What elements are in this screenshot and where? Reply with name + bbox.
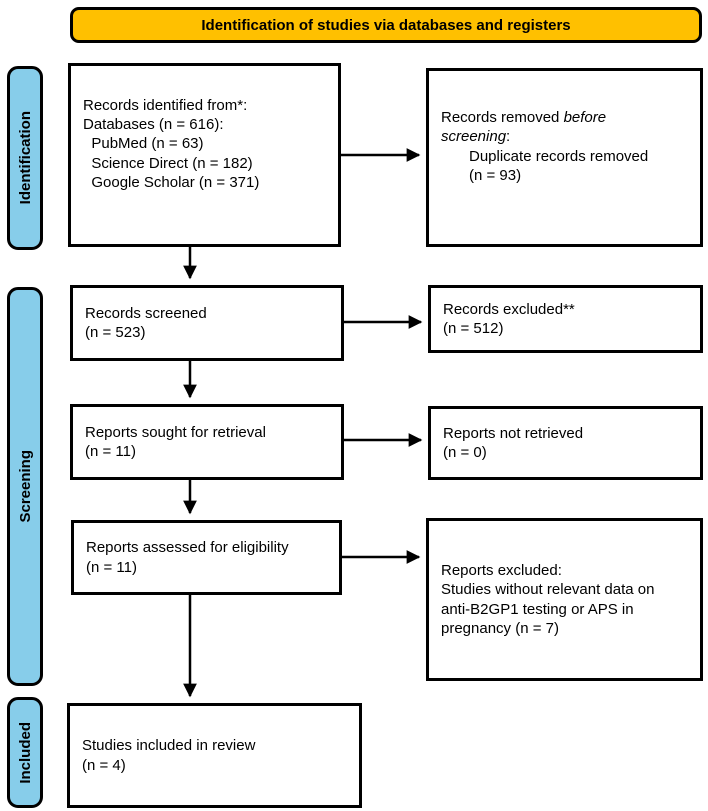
box-records-removed: Records removed before screening: Duplic… bbox=[426, 68, 703, 247]
stage-label-screening: Screening bbox=[7, 287, 43, 686]
box-reports-excluded-text: Reports excluded: Studies without releva… bbox=[441, 562, 655, 637]
box-records-screened-text: Records screened (n = 523) bbox=[85, 304, 207, 341]
box-reports-assessed-text: Reports assessed for eligibility (n = 11… bbox=[86, 539, 289, 576]
stage-label-included-text: Included bbox=[16, 721, 34, 784]
box-studies-included: Studies included in review (n = 4) bbox=[67, 703, 362, 808]
banner-title-text: Identification of studies via databases … bbox=[201, 16, 571, 34]
box-records-excluded-text: Records excluded** (n = 512) bbox=[443, 300, 575, 337]
banner-title: Identification of studies via databases … bbox=[70, 7, 702, 43]
stage-label-screening-text: Screening bbox=[16, 450, 34, 523]
stage-label-identification-text: Identification bbox=[16, 111, 34, 205]
box-records-removed-detail: Duplicate records removed (n = 93) bbox=[469, 147, 649, 184]
box-records-screened: Records screened (n = 523) bbox=[70, 285, 344, 361]
box-studies-included-text: Studies included in review (n = 4) bbox=[82, 737, 256, 774]
box-records-excluded: Records excluded** (n = 512) bbox=[428, 285, 703, 353]
box-reports-not-retrieved-text: Reports not retrieved (n = 0) bbox=[443, 424, 584, 461]
stage-label-identification: Identification bbox=[7, 66, 43, 250]
stage-label-included: Included bbox=[7, 697, 43, 808]
box-records-removed-heading: Records removed before screening: bbox=[441, 109, 607, 146]
box-reports-excluded: Reports excluded: Studies without releva… bbox=[426, 518, 703, 681]
box-reports-sought-text: Reports sought for retrieval (n = 11) bbox=[85, 423, 266, 460]
box-records-identified: Records identified from*: Databases (n =… bbox=[68, 63, 341, 247]
box-records-identified-text: Records identified from*: Databases (n =… bbox=[83, 97, 260, 191]
box-reports-assessed: Reports assessed for eligibility (n = 11… bbox=[71, 520, 342, 595]
box-reports-not-retrieved: Reports not retrieved (n = 0) bbox=[428, 406, 703, 480]
box-reports-sought: Reports sought for retrieval (n = 11) bbox=[70, 404, 344, 480]
